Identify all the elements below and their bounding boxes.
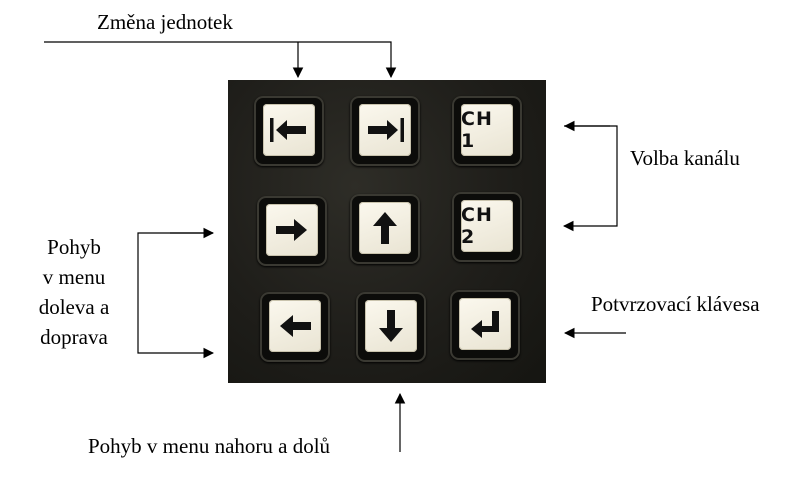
key-ch2-face[interactable]: CH 2 xyxy=(461,200,513,252)
left-right-label-line-2: v menu xyxy=(42,265,106,289)
left-right-label-line-1: Pohyb xyxy=(47,235,101,259)
key-down-face[interactable] xyxy=(365,300,417,352)
units-change-label: Změna jednotek xyxy=(97,10,233,34)
up-down-label: Pohyb v menu nahoru a dolů xyxy=(88,434,331,458)
key-ch1[interactable]: CH 1 xyxy=(452,96,522,166)
key-enter[interactable] xyxy=(450,290,520,360)
key-bar-left-face[interactable] xyxy=(263,104,315,156)
key-right-bar-face[interactable] xyxy=(359,104,411,156)
key-ch1-face[interactable]: CH 1 xyxy=(461,104,513,156)
down-arrow-icon xyxy=(379,310,403,342)
channel-select-connector xyxy=(562,120,618,232)
key-left[interactable] xyxy=(260,292,330,362)
key-down[interactable] xyxy=(356,292,426,362)
enter-icon xyxy=(471,311,499,338)
left-right-label-line-3: doleva a xyxy=(38,295,110,319)
key-up[interactable] xyxy=(350,194,420,264)
right-arrow-icon xyxy=(276,219,307,241)
channel-select-label: Volba kanálu xyxy=(630,146,740,170)
left-right-connector xyxy=(137,227,215,359)
right-arrow-bar-icon xyxy=(368,118,404,142)
confirm-key-label: Potvrzovací klávesa xyxy=(591,292,760,316)
key-right[interactable] xyxy=(257,196,327,266)
key-ch2[interactable]: CH 2 xyxy=(452,192,522,262)
up-arrow-icon xyxy=(373,212,397,244)
left-arrow-icon xyxy=(280,315,311,337)
key-left-face[interactable] xyxy=(269,300,321,352)
left-right-label: Pohyb v menu doleva a doprava xyxy=(10,232,138,352)
key-enter-face[interactable] xyxy=(459,298,511,350)
key-right-face[interactable] xyxy=(266,204,318,256)
left-right-label-line-4: doprava xyxy=(40,325,108,349)
key-right-bar[interactable] xyxy=(350,96,420,166)
ch1-key-label: CH 1 xyxy=(461,108,493,152)
bar-left-arrow-icon xyxy=(270,118,306,142)
units-change-connector xyxy=(44,41,397,79)
keypad-panel: CH 1 CH 2 xyxy=(228,80,546,383)
key-up-face[interactable] xyxy=(359,202,411,254)
ch2-key-label: CH 2 xyxy=(461,204,493,248)
key-bar-left[interactable] xyxy=(254,96,324,166)
